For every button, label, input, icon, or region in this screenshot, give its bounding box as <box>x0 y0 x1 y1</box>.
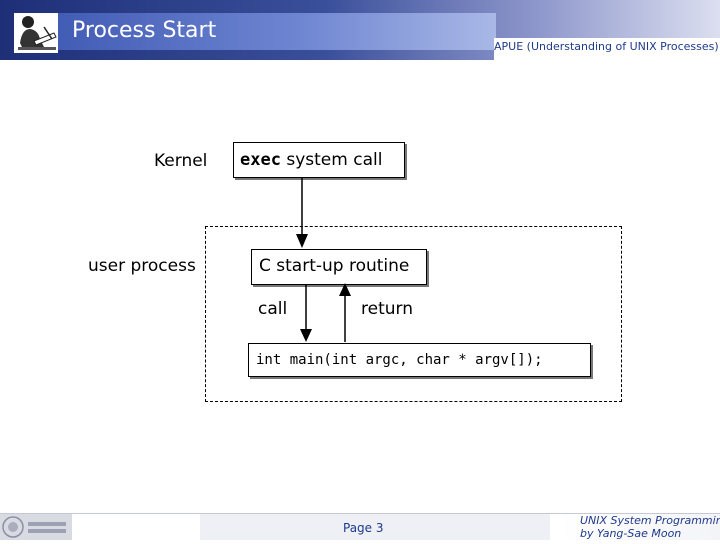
university-seal-icon <box>2 516 66 538</box>
return-label: return <box>361 299 413 319</box>
footer-right-band <box>560 514 720 540</box>
exec-keyword: exec <box>240 150 281 170</box>
exec-rest: system call <box>286 150 383 170</box>
footer-divider <box>0 513 720 514</box>
kernel-label: Kernel <box>154 151 208 171</box>
main-signature-text: int main(int argc, char * argv[]); <box>256 352 543 368</box>
exec-system-call-box <box>233 142 405 178</box>
writer-at-desk-icon <box>14 13 58 53</box>
slide-title: Process Start <box>72 18 217 43</box>
user-process-region <box>205 226 622 402</box>
startup-routine-text: C start-up routine <box>259 256 410 276</box>
university-logo <box>0 514 72 540</box>
title-banner <box>14 13 496 50</box>
call-label: call <box>258 299 288 319</box>
slide-subtitle: APUE (Understanding of UNIX Processes) <box>494 40 719 53</box>
credit-course: UNIX System Programming <box>580 514 720 527</box>
course-credit: UNIX System Programming by Yang-Sae Moon <box>580 514 720 540</box>
footer-center-band <box>200 514 550 540</box>
page-number: Page 3 <box>343 521 384 535</box>
subtitle-tab <box>494 38 720 60</box>
user-process-label: user process <box>88 256 196 276</box>
credit-author: by Yang-Sae Moon <box>580 527 682 540</box>
main-signature-box <box>248 343 591 377</box>
exec-system-call-text: exec system call <box>240 150 382 170</box>
